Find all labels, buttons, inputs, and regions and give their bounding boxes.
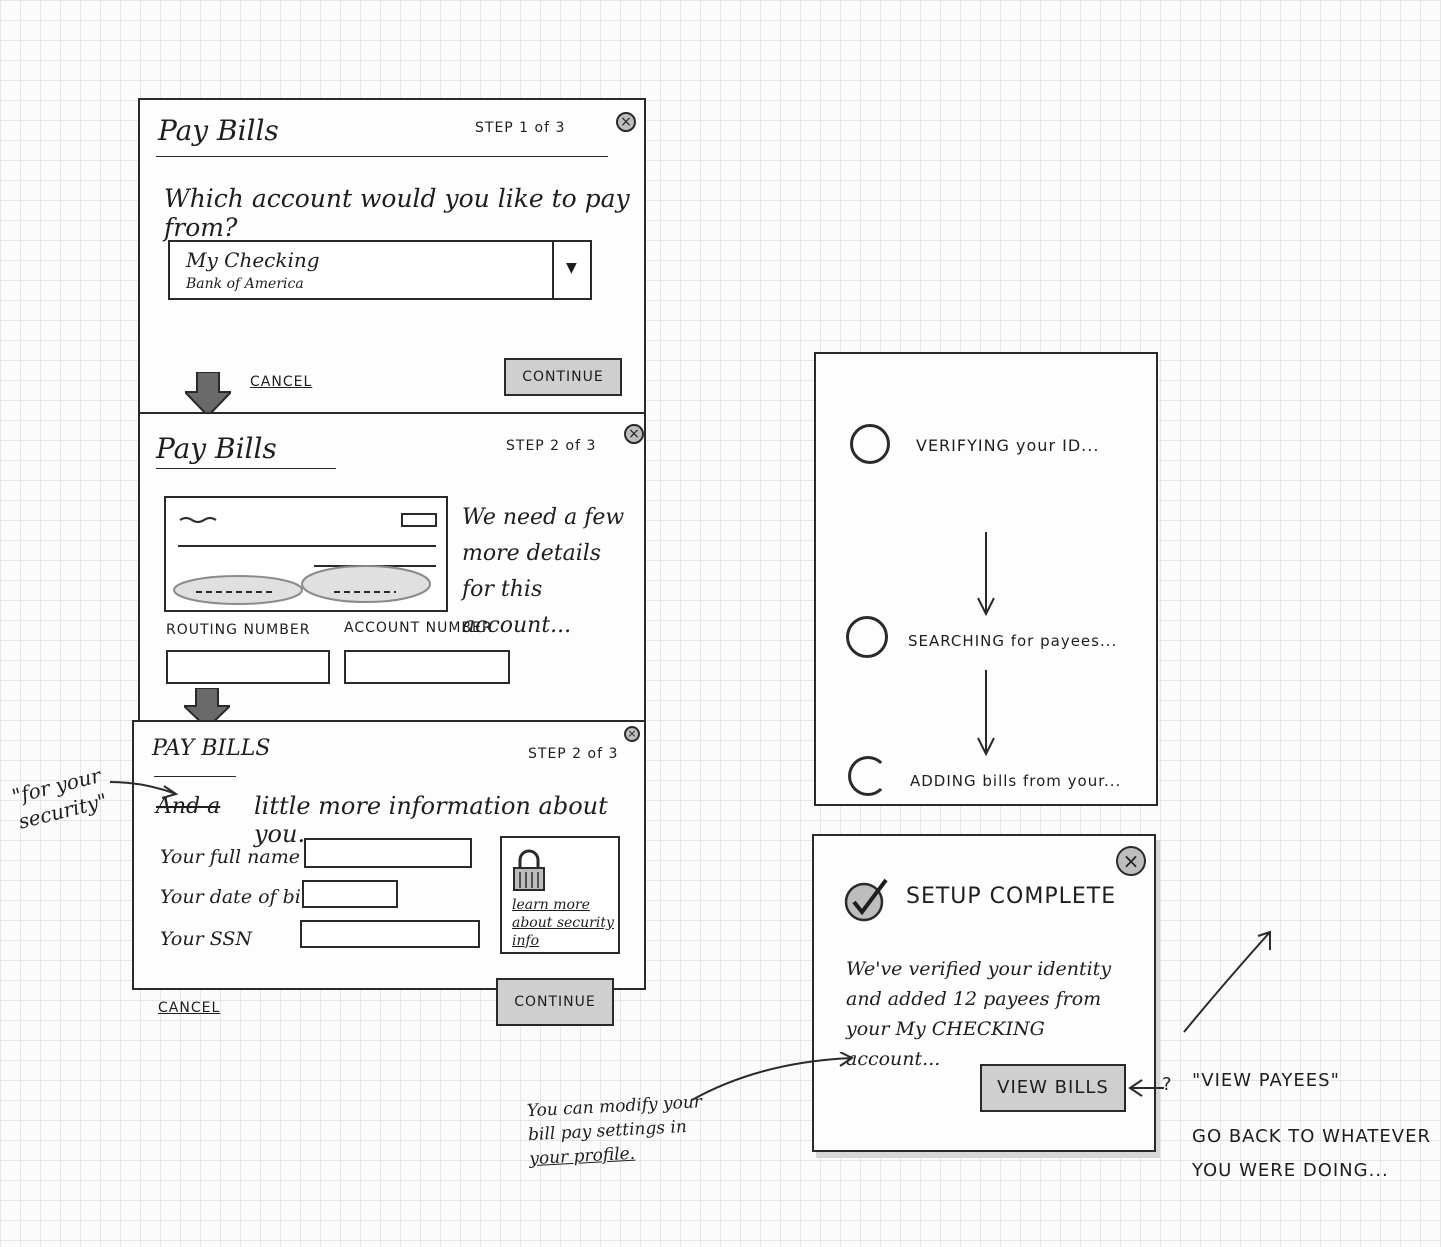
step2-header-divider (156, 468, 336, 469)
chevron-down-icon: ▼ (566, 260, 577, 276)
view-payees-question: ? (1162, 1074, 1173, 1095)
account-number-label: ACCOUNT NUMBER (344, 620, 493, 636)
adding-status: ADDING bills from your... (910, 772, 1122, 790)
step3-title: PAY BILLS (152, 736, 271, 761)
account-number-input[interactable] (344, 650, 510, 684)
check-image (164, 496, 448, 612)
modify-settings-text: You can modify your bill pay settings in (526, 1092, 703, 1146)
step3-header-divider (154, 776, 236, 777)
security-info-box: learn more about security info (500, 836, 620, 954)
lock-icon (512, 848, 546, 892)
step2-close-icon[interactable]: × (624, 424, 644, 444)
date-of-birth-label: Your date of birth (160, 886, 330, 908)
step1-continue-button[interactable]: CONTINUE (504, 358, 622, 396)
security-annotation-arrow-icon (108, 776, 180, 806)
setup-complete-message: We've verified your identity and added 1… (846, 958, 1112, 1070)
checkmark-icon (842, 876, 890, 924)
adding-spinner-icon (848, 756, 888, 796)
step3-step-indicator: STEP 2 of 3 (528, 746, 619, 762)
full-name-label: Your full name (160, 846, 300, 868)
flow-arrow-2-icon (976, 670, 996, 757)
step2-transition-arrow-icon (181, 687, 233, 730)
step1-header-divider (156, 156, 608, 157)
go-back-annotation: GO BACK TO WHATEVER YOU WERE DOING... (1192, 1126, 1431, 1181)
complete-close-icon[interactable]: × (1116, 846, 1146, 876)
step3-struck-text: And a (156, 794, 221, 819)
go-back-arrow-icon (1180, 928, 1280, 1036)
account-select-divider (552, 242, 554, 298)
security-info-link[interactable]: learn more about security info (512, 897, 614, 949)
pay-bills-step3-panel: PAY BILLS STEP 2 of 3 × And a little mor… (132, 720, 646, 990)
full-name-input[interactable] (304, 838, 472, 868)
verifying-status: VERIFYING your ID... (916, 436, 1100, 455)
ssn-input[interactable] (300, 920, 480, 948)
searching-spinner-icon (846, 616, 888, 658)
step1-cancel-link[interactable]: CANCEL (250, 374, 313, 390)
verifying-spinner-icon (850, 424, 890, 464)
your-profile-link[interactable]: your profile. (528, 1143, 636, 1170)
step2-title: Pay Bills (156, 432, 277, 465)
setup-progress-panel: VERIFYING your ID... SEARCHING for payee… (814, 352, 1158, 806)
searching-status: SEARCHING for payees... (908, 632, 1118, 650)
account-select-bank: Bank of America (186, 276, 304, 292)
step2-step-indicator: STEP 2 of 3 (506, 438, 597, 454)
step1-title: Pay Bills (158, 114, 279, 147)
step1-question: Which account would you like to pay from… (164, 184, 630, 242)
routing-number-label: ROUTING NUMBER (166, 622, 311, 638)
account-select[interactable]: My Checking Bank of America ▼ (168, 240, 592, 300)
step1-transition-arrow-icon (182, 371, 234, 418)
step3-close-icon[interactable]: × (624, 726, 640, 742)
routing-number-input[interactable] (166, 650, 330, 684)
setup-complete-title: SETUP COMPLETE (906, 884, 1117, 909)
view-payees-arrow-icon (1128, 1078, 1164, 1098)
step3-continue-button[interactable]: CONTINUE (496, 978, 614, 1026)
view-bills-button[interactable]: VIEW BILLS (980, 1064, 1126, 1112)
ssn-label: Your SSN (160, 928, 253, 950)
view-payees-annotation: "VIEW PAYEES" (1192, 1070, 1340, 1091)
step2-note: We need a few more details for this acco… (462, 505, 625, 638)
modify-settings-arrow-icon (690, 1051, 856, 1104)
step1-step-indicator: STEP 1 of 3 (475, 120, 566, 136)
pay-bills-step2-panel: Pay Bills STEP 2 of 3 × We need a few mo… (138, 412, 646, 722)
account-select-name: My Checking (186, 248, 320, 272)
pay-bills-step1-panel: Pay Bills STEP 1 of 3 × Which account wo… (138, 98, 646, 416)
step1-close-icon[interactable]: × (616, 112, 636, 132)
flow-arrow-1-icon (976, 532, 996, 617)
date-of-birth-input[interactable] (302, 880, 398, 908)
setup-complete-panel: × SETUP COMPLETE We've verified your ide… (812, 834, 1156, 1152)
step3-cancel-link[interactable]: CANCEL (158, 1000, 221, 1016)
